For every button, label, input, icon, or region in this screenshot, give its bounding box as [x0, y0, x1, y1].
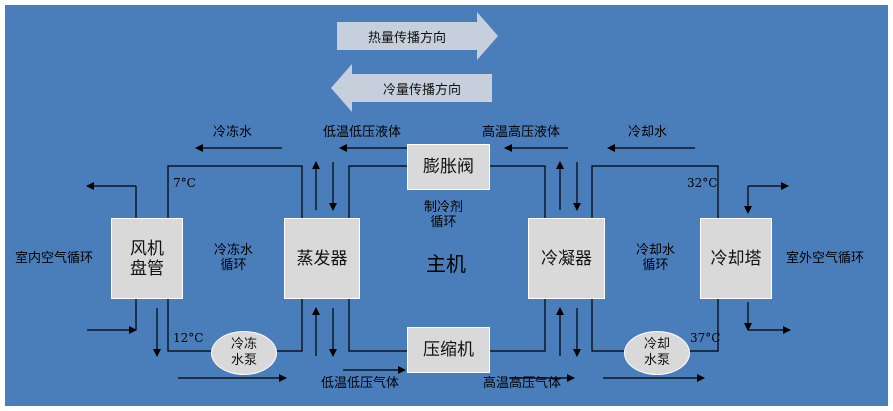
refrigerant-loop-label: 制冷剂 循环 [424, 200, 464, 230]
chilled-water-pump: 冷冻 水泵 [211, 331, 277, 375]
cooling-loop-label: 冷却水 循环 [636, 243, 676, 273]
cold-direction-arrow [331, 64, 492, 112]
cooling-tower-box: 冷却塔 [700, 218, 772, 299]
evaporator-box: 蒸发器 [284, 218, 360, 299]
temp-32c: 32°C [687, 176, 718, 190]
heat-direction-arrow [337, 12, 498, 60]
low-temp-liquid-label: 低温低压液体 [323, 125, 402, 140]
heat-direction-label: 热量传播方向 [367, 30, 446, 46]
expansion-valve-box: 膨胀阀 [407, 144, 490, 190]
cooling-water-pump: 冷却 水泵 [624, 331, 690, 375]
low-temp-gas-label: 低温低压气体 [321, 376, 400, 391]
cold-direction-label: 冷量传播方向 [382, 82, 461, 98]
chilled-water-label: 冷冻水 [213, 125, 253, 140]
temp-7c: 7°C [173, 176, 196, 190]
cooling-water-label: 冷却水 [628, 125, 668, 140]
outdoor-air-label: 室外空气循环 [786, 251, 865, 266]
high-temp-gas-label: 高温高压气体 [483, 376, 562, 391]
compressor-box: 压缩机 [407, 327, 490, 373]
fan-coil-box: 风机 盘管 [111, 218, 183, 299]
high-temp-liquid-label: 高温高压液体 [482, 125, 561, 140]
indoor-air-label: 室内空气循环 [15, 251, 94, 266]
chilled-loop-label: 冷冻水 循环 [214, 243, 254, 273]
condenser-box: 冷凝器 [528, 218, 605, 299]
main-unit-label: 主机 [426, 252, 466, 276]
temp-37c: 37°C [690, 331, 721, 345]
temp-12c: 12°C [173, 331, 204, 345]
